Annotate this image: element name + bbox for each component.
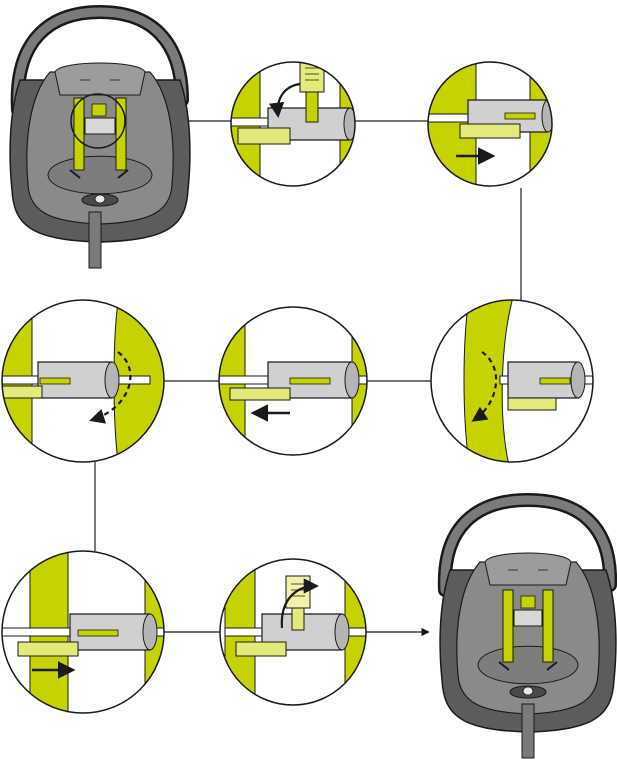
magnifier-ring-icon	[70, 93, 126, 149]
step-7-slide-right	[1, 550, 165, 714]
step-5-pull-left	[218, 306, 368, 456]
harness-adjuster	[513, 609, 543, 627]
step-4-rotate-strap	[1, 299, 165, 463]
step-8-fold-tongue-up	[219, 558, 367, 706]
car-seat-finished	[437, 492, 617, 759]
car-seat-start	[9, 4, 191, 269]
curved-arrow-icon	[280, 578, 320, 629]
buckle-tongue	[285, 575, 311, 609]
curved-arrow-icon	[268, 82, 301, 119]
crotch-strap	[88, 211, 102, 269]
connector-lines	[94, 120, 522, 637]
harness-adjuster	[84, 117, 116, 135]
step-3-slide-right	[427, 61, 553, 187]
crotch-strap	[521, 703, 535, 759]
harness-strap-right	[542, 589, 554, 663]
dashed-rotate-arrow-icon	[471, 351, 498, 422]
step-2-lift-tongue	[230, 61, 356, 187]
harness-strap-left	[73, 97, 85, 171]
harness-strap-left	[502, 589, 514, 663]
step-6-rotate-strap	[430, 299, 594, 463]
dashed-rotate-arrow-icon	[89, 351, 132, 424]
